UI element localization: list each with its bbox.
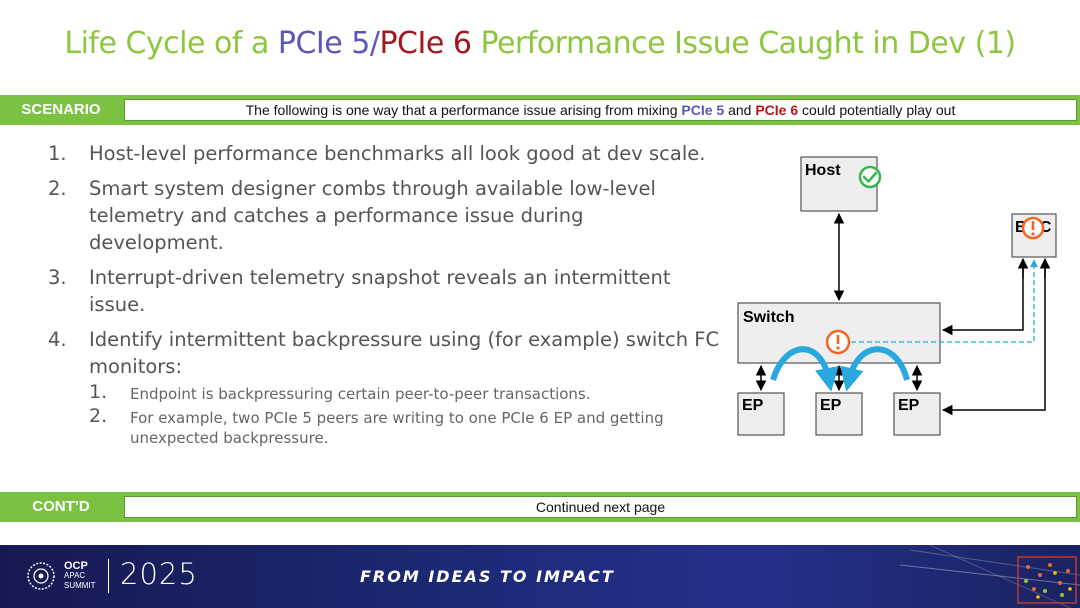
steps-list: 1. Host-level performance benchmarks all… — [48, 140, 748, 448]
host-label: Host — [805, 162, 841, 179]
scenario-text-after: could potentially play out — [798, 102, 956, 118]
ocp-wordmark: OCP APAC SUMMIT — [64, 561, 96, 591]
scenario-pcie6: PCIe 6 — [755, 102, 799, 118]
ocp-apac-text: APAC — [64, 571, 86, 580]
footer-tagline: FROM IDEAS TO IMPACT — [360, 567, 615, 586]
bmc-ep3-link — [941, 260, 1046, 416]
sub-list-item-text: For example, two PCIe 5 peers are writin… — [130, 409, 664, 447]
ocp-logo-icon — [27, 562, 55, 590]
title-pcie5: PCIe 5 — [277, 26, 370, 61]
list-item: 4. Identify intermittent backpressure us… — [48, 326, 779, 380]
sub-list-item-text: Endpoint is backpressuring certain peer-… — [130, 385, 591, 403]
slide-title: Life Cycle of a PCIe 5/PCIe 6 Performanc… — [0, 26, 1080, 61]
footer-banner: OCP APAC SUMMIT 2025 FROM IDEAS TO IMPAC… — [0, 545, 1080, 608]
footer-decoration-icon — [900, 545, 1080, 608]
bmc-exclamation-circle-icon — [1021, 216, 1045, 240]
scenario-bar: SCENARIO The following is one way that a… — [0, 95, 1080, 125]
alert-dashed-link — [851, 259, 1038, 343]
list-item-number: 2. — [48, 177, 67, 200]
ocp-text: OCP — [64, 560, 88, 572]
ep-box-1 — [737, 392, 785, 436]
sub-list-item: 1. Endpoint is backpressuring certain pe… — [48, 381, 730, 404]
ep2-label: EP — [820, 397, 842, 414]
title-slash: / — [369, 26, 380, 61]
sub-list-item: 2. For example, two PCIe 5 peers are wri… — [48, 405, 730, 448]
ep3-label: EP — [898, 397, 920, 414]
switch-exclamation-circle-icon — [825, 329, 851, 355]
scenario-text-before: The following is one way that a performa… — [245, 102, 682, 118]
p2p-flow-arrow-1 — [770, 346, 839, 392]
topology-diagram: Host BMC Switch EP EP EP — [737, 156, 1057, 436]
ocp-summit-text: SUMMIT — [64, 581, 96, 590]
footer-divider — [108, 559, 109, 593]
sub-list-item-number: 1. — [89, 381, 108, 403]
list-item-text: Identify intermittent backpressure using… — [89, 328, 720, 378]
scenario-text-mid: and — [724, 102, 756, 118]
list-item: 1. Host-level performance benchmarks all… — [48, 140, 748, 167]
scenario-label: SCENARIO — [21, 101, 101, 118]
sub-list-item-number: 2. — [89, 405, 108, 427]
title-part1: Life Cycle of a — [64, 26, 278, 61]
contd-text: Continued next page — [124, 496, 1077, 518]
contd-label: CONT’D — [32, 498, 90, 515]
title-pcie6: PCIe 6 — [379, 26, 472, 61]
contd-bar: CONT’D Continued next page — [0, 492, 1080, 522]
list-item-number: 4. — [48, 328, 67, 351]
check-circle-icon — [858, 165, 882, 189]
title-part2: Performance Issue Caught in Dev (1) — [471, 26, 1016, 61]
p2p-flow-arrow-2 — [840, 346, 910, 392]
ep-box-2 — [815, 392, 863, 436]
ep-box-3 — [893, 392, 941, 436]
scenario-pcie5: PCIe 5 — [681, 102, 725, 118]
ep1-label: EP — [742, 397, 764, 414]
list-item-text: Interrupt-driven telemetry snapshot reve… — [89, 266, 671, 316]
list-item: 2. Smart system designer combs through a… — [48, 175, 699, 256]
list-item-number: 3. — [48, 266, 67, 289]
footer-year: 2025 — [120, 557, 198, 591]
list-item: 3. Interrupt-driven telemetry snapshot r… — [48, 264, 729, 318]
switch-label: Switch — [743, 309, 795, 326]
list-item-text: Smart system designer combs through avai… — [89, 177, 656, 254]
list-item-number: 1. — [48, 142, 67, 165]
scenario-text: The following is one way that a performa… — [124, 99, 1077, 121]
bmc-switch-link — [941, 260, 1024, 336]
list-item-text: Host-level performance benchmarks all lo… — [89, 142, 706, 165]
